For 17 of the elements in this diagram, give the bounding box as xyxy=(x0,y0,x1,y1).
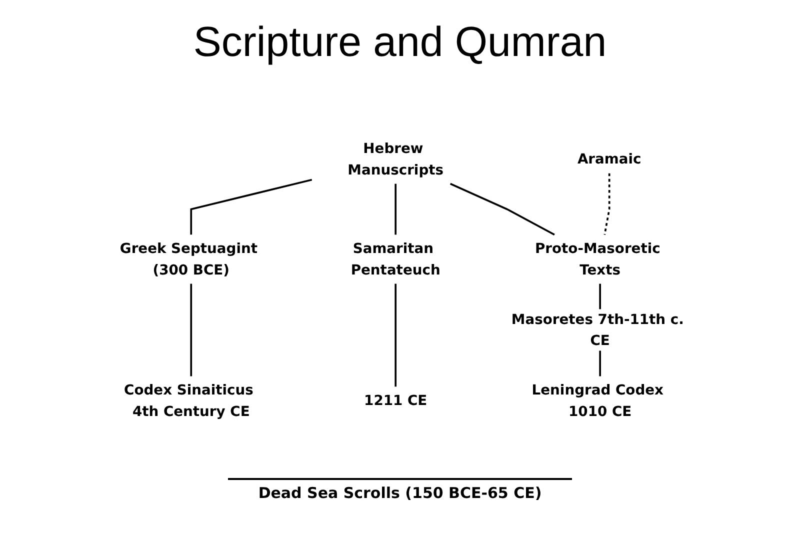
edge-label: Masoretes 7th-11th c. CE xyxy=(511,310,684,348)
node-text: Greek Septuagint (300 BCE) xyxy=(120,240,258,278)
connector xyxy=(450,182,555,236)
connector xyxy=(394,184,397,235)
period-label: Dead Sea Scrolls (150 BCE-65 CE) xyxy=(228,478,572,502)
node-text: Samaritan Pentateuch xyxy=(350,240,440,278)
connector xyxy=(604,173,610,235)
node-text: Codex Sinaiticus 4th Century CE xyxy=(124,382,254,420)
connector xyxy=(190,178,312,235)
connector xyxy=(190,284,192,376)
node-text: Proto-Masoretic Texts xyxy=(534,240,660,278)
node-text: 1211 CE xyxy=(364,392,428,409)
diagram-title: Scripture and Qumran xyxy=(193,18,607,66)
node-text: Leningrad Codex 1010 CE xyxy=(532,382,664,420)
connector xyxy=(394,284,397,387)
node-text: Aramaic xyxy=(577,150,642,168)
node-text: Hebrew Manuscripts xyxy=(348,140,444,178)
